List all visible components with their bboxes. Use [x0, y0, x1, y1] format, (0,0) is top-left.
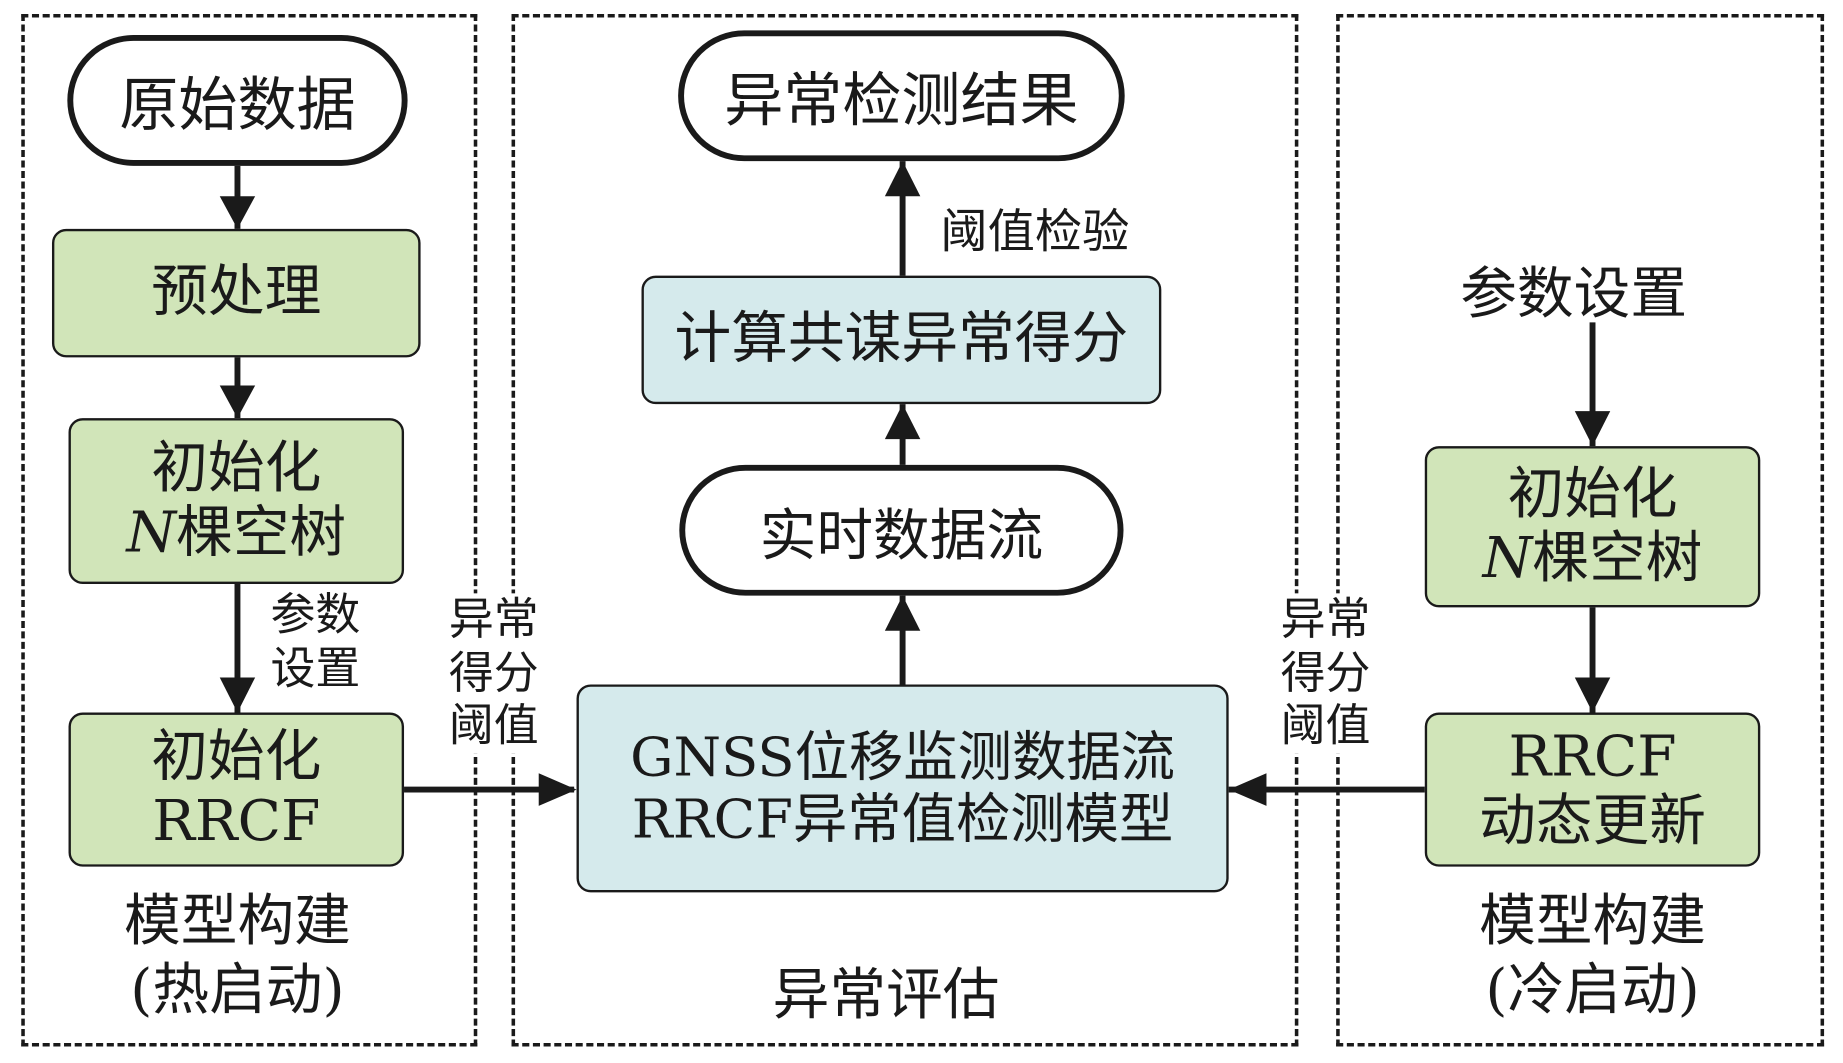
right-score-threshold-label: 异常 得分 阈值 [1271, 593, 1380, 754]
init-rrcf-label-1: 初始化 [151, 723, 322, 790]
init-trees-node: 初始化 N棵空树 [68, 418, 405, 584]
left-score-threshold-label: 异常 得分 阈值 [439, 593, 549, 754]
rrcf-model-label-1: GNSS位移监测数据流 [630, 725, 1176, 789]
init-trees-rest: 棵空树 [176, 499, 347, 566]
init-rrcf-node: 初始化 RRCF [68, 712, 405, 867]
raw-data-node: 原始数据 [67, 35, 408, 166]
cold-start-section [1336, 14, 1825, 1047]
rrcf-model-node: GNSS位移监测数据流 RRCF异常值检测模型 [576, 684, 1229, 893]
init-trees-label-2: N棵空树 [126, 499, 347, 566]
realtime-stream-label: 实时数据流 [759, 503, 1044, 569]
cold-start-title-1: 模型构建 [1479, 888, 1706, 955]
rrcf-dynamic-update-node: RRCF 动态更新 [1424, 712, 1761, 867]
cold-init-trees-node: 初始化 N棵空树 [1424, 446, 1761, 608]
init-trees-var: N [126, 499, 177, 566]
cold-init-trees-label-1: 初始化 [1507, 461, 1678, 527]
param-setting-label: 参数设置 [1460, 261, 1688, 328]
raw-data-label: 原始数据 [119, 71, 356, 139]
arrowhead [1228, 773, 1267, 806]
result-node: 异常检测结果 [678, 30, 1125, 162]
arrowhead [219, 385, 256, 419]
threshold-test-label: 阈值检验 [940, 205, 1130, 260]
rrcf-update-label-1: RRCF [1508, 723, 1677, 790]
cold-init-trees-label-2: N棵空树 [1482, 525, 1703, 592]
left-label-line-3: 阈值 [448, 699, 539, 752]
arrowhead [219, 196, 256, 229]
cold-start-title-2: (冷启动) [1485, 957, 1700, 1023]
arrowhead [219, 677, 256, 713]
left-label-line-2: 得分 [448, 646, 539, 698]
compute-score-label: 计算共谋异常得分 [674, 306, 1129, 372]
warm-start-title: 模型构建 (热启动) [106, 888, 368, 1025]
warm-start-title-2: (热启动) [130, 957, 345, 1023]
left-label-line-1: 异常 [448, 593, 539, 645]
preprocess-node: 预处理 [51, 228, 421, 358]
param-setting-line-2: 设置 [270, 641, 361, 694]
arrowhead [884, 161, 921, 197]
rrcf-model-label-2: RRCF异常值检测模型 [631, 787, 1174, 851]
compute-score-node: 计算共谋异常得分 [641, 275, 1162, 405]
right-label-line-1: 异常 [1280, 593, 1371, 645]
cold-init-trees-var: N [1482, 525, 1533, 592]
arrowhead [1574, 677, 1611, 713]
result-label: 异常检测结果 [724, 66, 1079, 135]
realtime-stream-node: 实时数据流 [679, 464, 1124, 596]
preprocess-label: 预处理 [151, 259, 322, 326]
arrowhead [538, 773, 577, 806]
warm-start-section [21, 14, 478, 1047]
evaluation-title: 异常评估 [772, 962, 1000, 1028]
cold-start-title: 模型构建 (冷启动) [1460, 888, 1725, 1025]
param-setting-edge-label: 参数 设置 [262, 588, 369, 696]
evaluation-section [511, 14, 1299, 1047]
warm-start-title-1: 模型构建 [124, 888, 351, 955]
right-label-line-2: 得分 [1280, 646, 1371, 698]
arrowhead [884, 404, 921, 440]
param-setting-line-1: 参数 [270, 588, 361, 641]
arrowhead [1574, 411, 1611, 447]
right-label-line-3: 阈值 [1280, 699, 1371, 752]
cold-init-trees-rest: 棵空树 [1532, 525, 1703, 592]
arrowhead [884, 595, 921, 631]
init-rrcf-label-2: RRCF [152, 788, 321, 854]
init-trees-label-1: 初始化 [151, 435, 322, 501]
rrcf-update-label-2: 动态更新 [1479, 788, 1706, 854]
